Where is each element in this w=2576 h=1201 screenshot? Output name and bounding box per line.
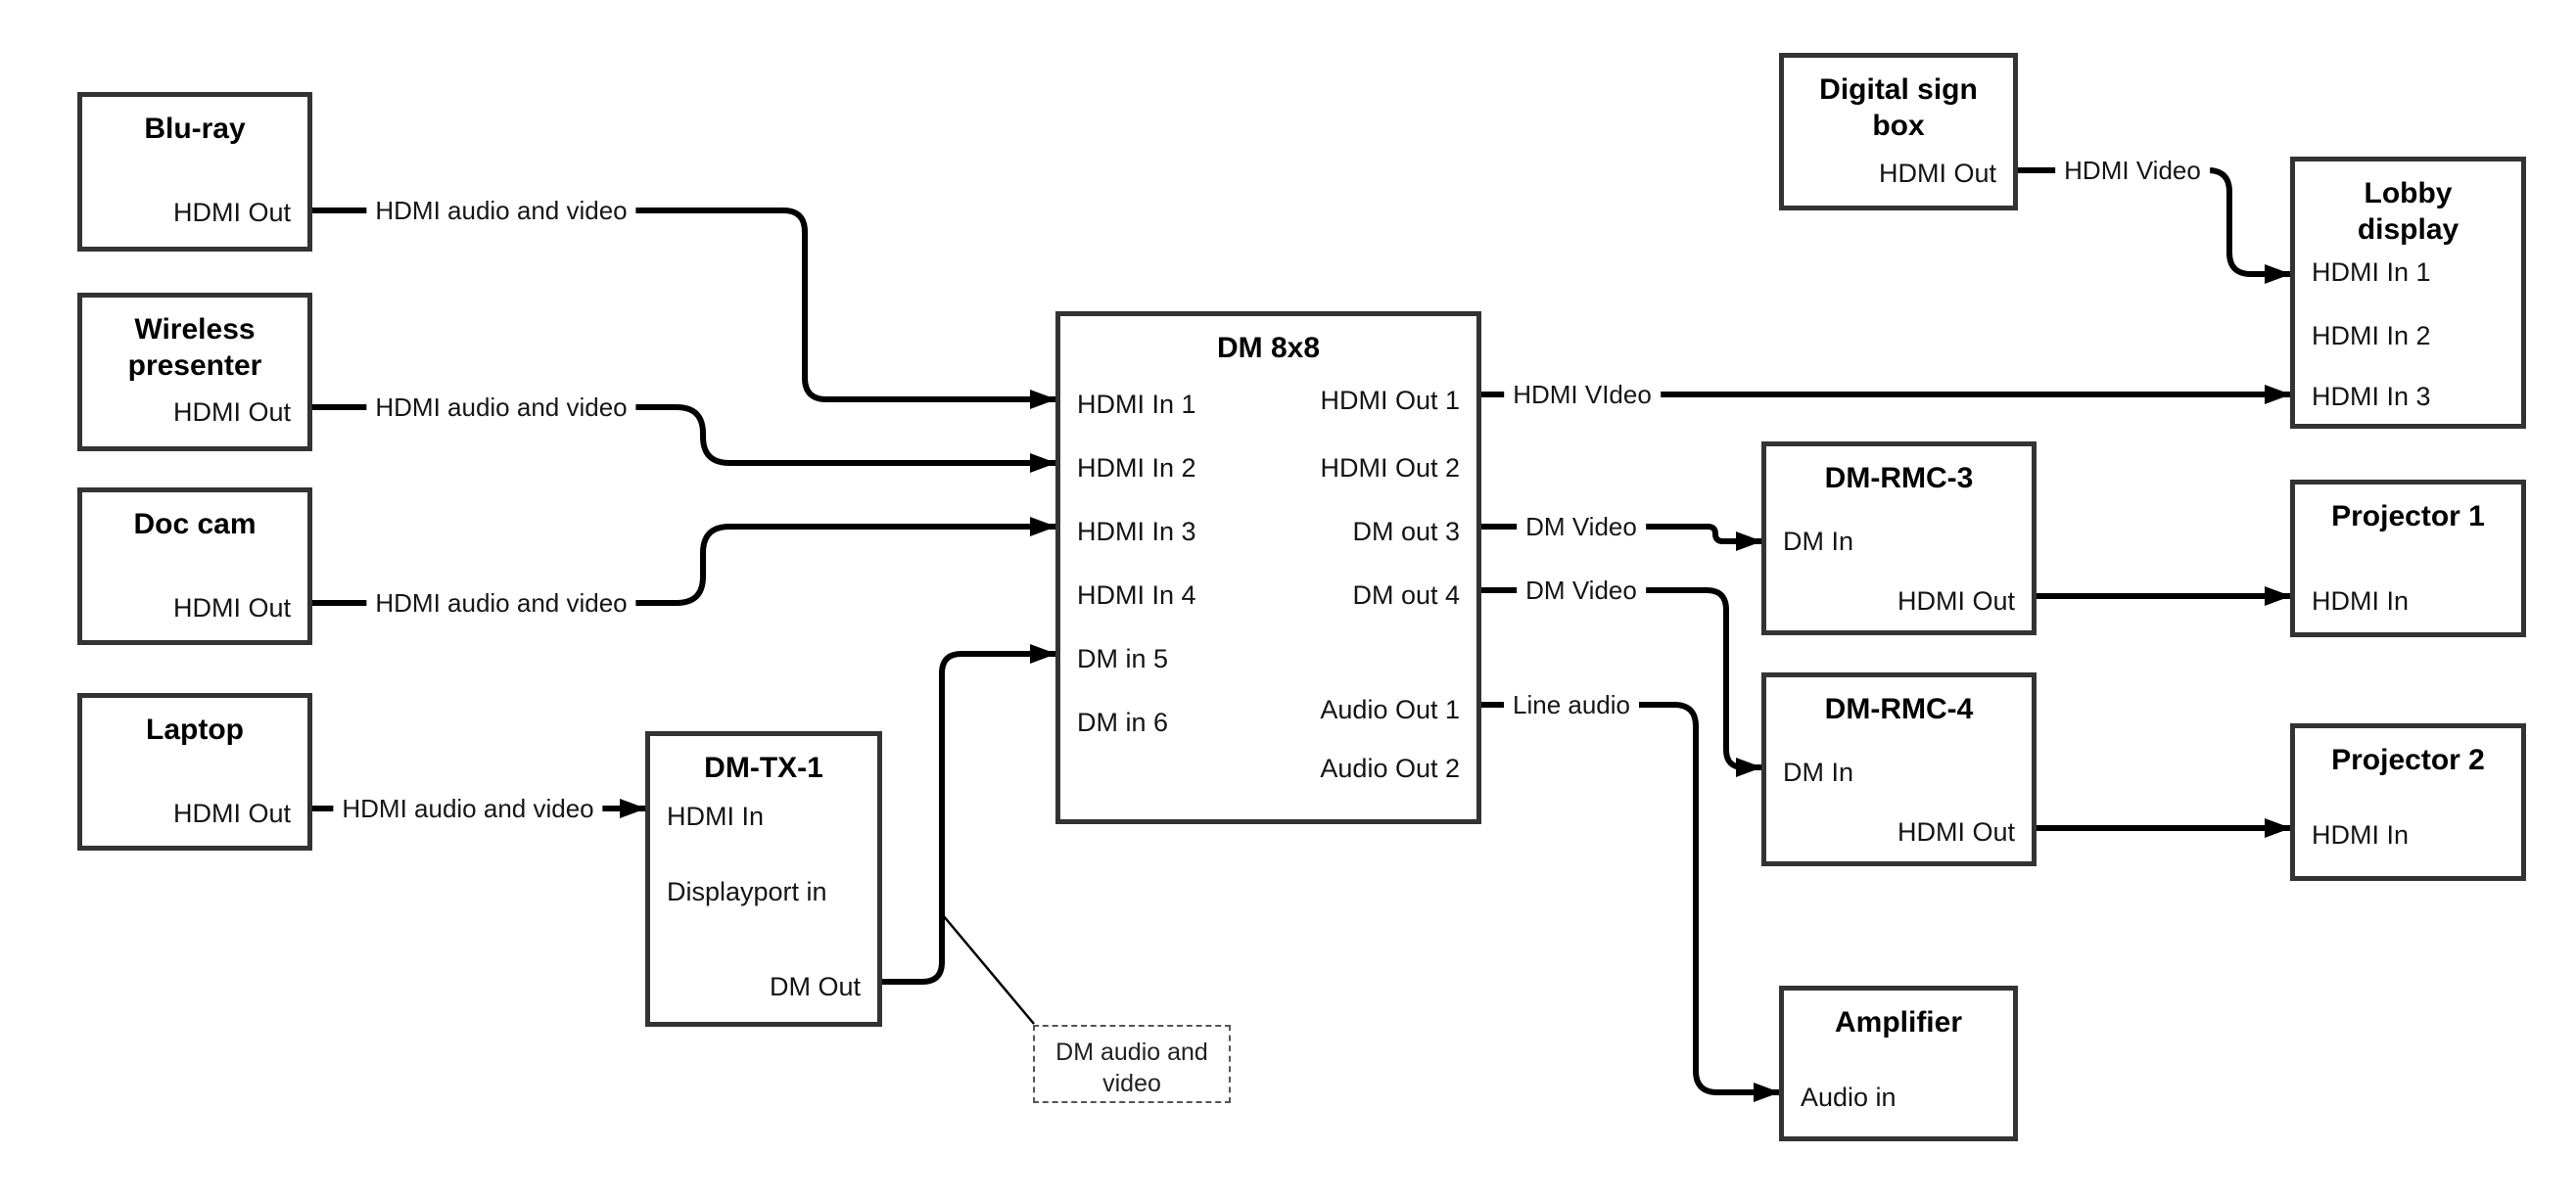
port-dm-rmc-4-hdmi-out: HDMI Out [1897, 817, 2015, 847]
port-dm-rmc-4-dm-in: DM In [1783, 758, 1854, 787]
port-lobby-display-hdmi-in-1: HDMI In 1 [2312, 257, 2431, 287]
port-lobby-display-hdmi-in-2: HDMI In 2 [2312, 321, 2431, 350]
node-title: DM-TX-1 [704, 752, 823, 784]
port-digital-sign-box-hdmi-out: HDMI Out [1878, 159, 1996, 188]
node-dm-rmc-4: DM-RMC-4 DM In HDMI Out [1761, 672, 2037, 866]
wire-note-leader [942, 914, 1035, 1025]
port-dm-8x8-dm-in-5: DM in 5 [1077, 644, 1169, 673]
port-dm-8x8-hdmi-in-2: HDMI In 2 [1077, 453, 1196, 483]
port-projector-1-hdmi-in: HDMI In [2312, 586, 2410, 616]
port-doc-cam-hdmi-out: HDMI Out [172, 593, 291, 623]
port-dm-tx-1-dm-out: DM Out [769, 972, 861, 1001]
node-title: Projector 1 [2331, 500, 2485, 532]
wire-label-laptop-to-dmtx: HDMI audio and video [333, 793, 603, 824]
port-dm-rmc-3-dm-in: DM In [1783, 527, 1854, 556]
node-title: Doc cam [133, 508, 257, 540]
port-blu-ray-hdmi-out: HDMI Out [172, 198, 291, 227]
wire-label-doccam-to-hdmi-in-3: HDMI audio and video [366, 587, 636, 619]
wire-dmtx-to-dm-in-5 [882, 644, 1056, 985]
port-dm-tx-1-hdmi-in: HDMI In [667, 802, 765, 831]
wire-dm-out4-to-rmc4 [1481, 587, 1762, 777]
wire-label-bluray-to-hdmi-in-1: HDMI audio and video [366, 195, 636, 226]
port-lobby-display-hdmi-in-3: HDMI In 3 [2312, 382, 2431, 411]
node-projector-1: Projector 1 HDMI In [2290, 480, 2526, 637]
port-amplifier-audio-in: Audio in [1801, 1083, 1897, 1112]
port-dm-tx-1-displayport-in: Displayport in [667, 877, 827, 906]
wire-audio-out1-to-amplifier [1481, 702, 1780, 1102]
node-title: Amplifier [1834, 1006, 1963, 1039]
node-title: Blu-ray [144, 113, 246, 145]
wire-label-signbox-to-lobby-in1: HDMI Video [2055, 155, 2210, 186]
port-dm-8x8-hdmi-out-1: HDMI Out 1 [1320, 386, 1460, 415]
port-dm-8x8-dm-out-3: DM out 3 [1352, 517, 1460, 546]
port-dm-8x8-hdmi-in-4: HDMI In 4 [1077, 580, 1196, 610]
node-title: DM-RMC-3 [1824, 462, 1974, 494]
wire-label-dm-out4-to-rmc4: DM Video [1517, 575, 1646, 606]
port-projector-2-hdmi-in: HDMI In [2312, 820, 2410, 850]
port-dm-8x8-audio-out-1: Audio Out 1 [1320, 695, 1460, 724]
node-title: DM-RMC-4 [1824, 693, 1974, 725]
port-dm-8x8-audio-out-2: Audio Out 2 [1320, 754, 1460, 783]
wire-label-wireless-to-hdmi-in-2: HDMI audio and video [366, 392, 636, 423]
port-dm-rmc-3-hdmi-out: HDMI Out [1897, 586, 2015, 616]
node-title: Projector 2 [2331, 744, 2485, 776]
port-dm-8x8-hdmi-in-3: HDMI In 3 [1077, 517, 1196, 546]
port-dm-8x8-dm-in-6: DM in 6 [1077, 708, 1169, 737]
port-laptop-hdmi-out: HDMI Out [172, 799, 291, 828]
port-dm-8x8-dm-out-4: DM out 4 [1352, 580, 1460, 610]
wire-bluray-to-hdmi-in-1 [312, 208, 1056, 409]
wire-label-dm-out3-to-rmc3: DM Video [1517, 511, 1646, 542]
node-title: DM 8x8 [1216, 332, 1321, 364]
node-dm-rmc-3: DM-RMC-3 DM In HDMI Out [1761, 441, 2037, 635]
node-projector-2: Projector 2 HDMI In [2290, 723, 2526, 881]
port-dm-8x8-hdmi-out-2: HDMI Out 2 [1320, 453, 1460, 483]
node-title: Laptop [146, 714, 244, 746]
wire-label-audio-out1-to-amplifier: Line audio [1504, 689, 1639, 720]
port-wireless-presenter-hdmi-out: HDMI Out [172, 397, 291, 427]
port-dm-8x8-hdmi-in-1: HDMI In 1 [1077, 390, 1196, 419]
wire-label-hdmi-out1-to-lobby-in3: HDMI VIdeo [1504, 379, 1661, 410]
